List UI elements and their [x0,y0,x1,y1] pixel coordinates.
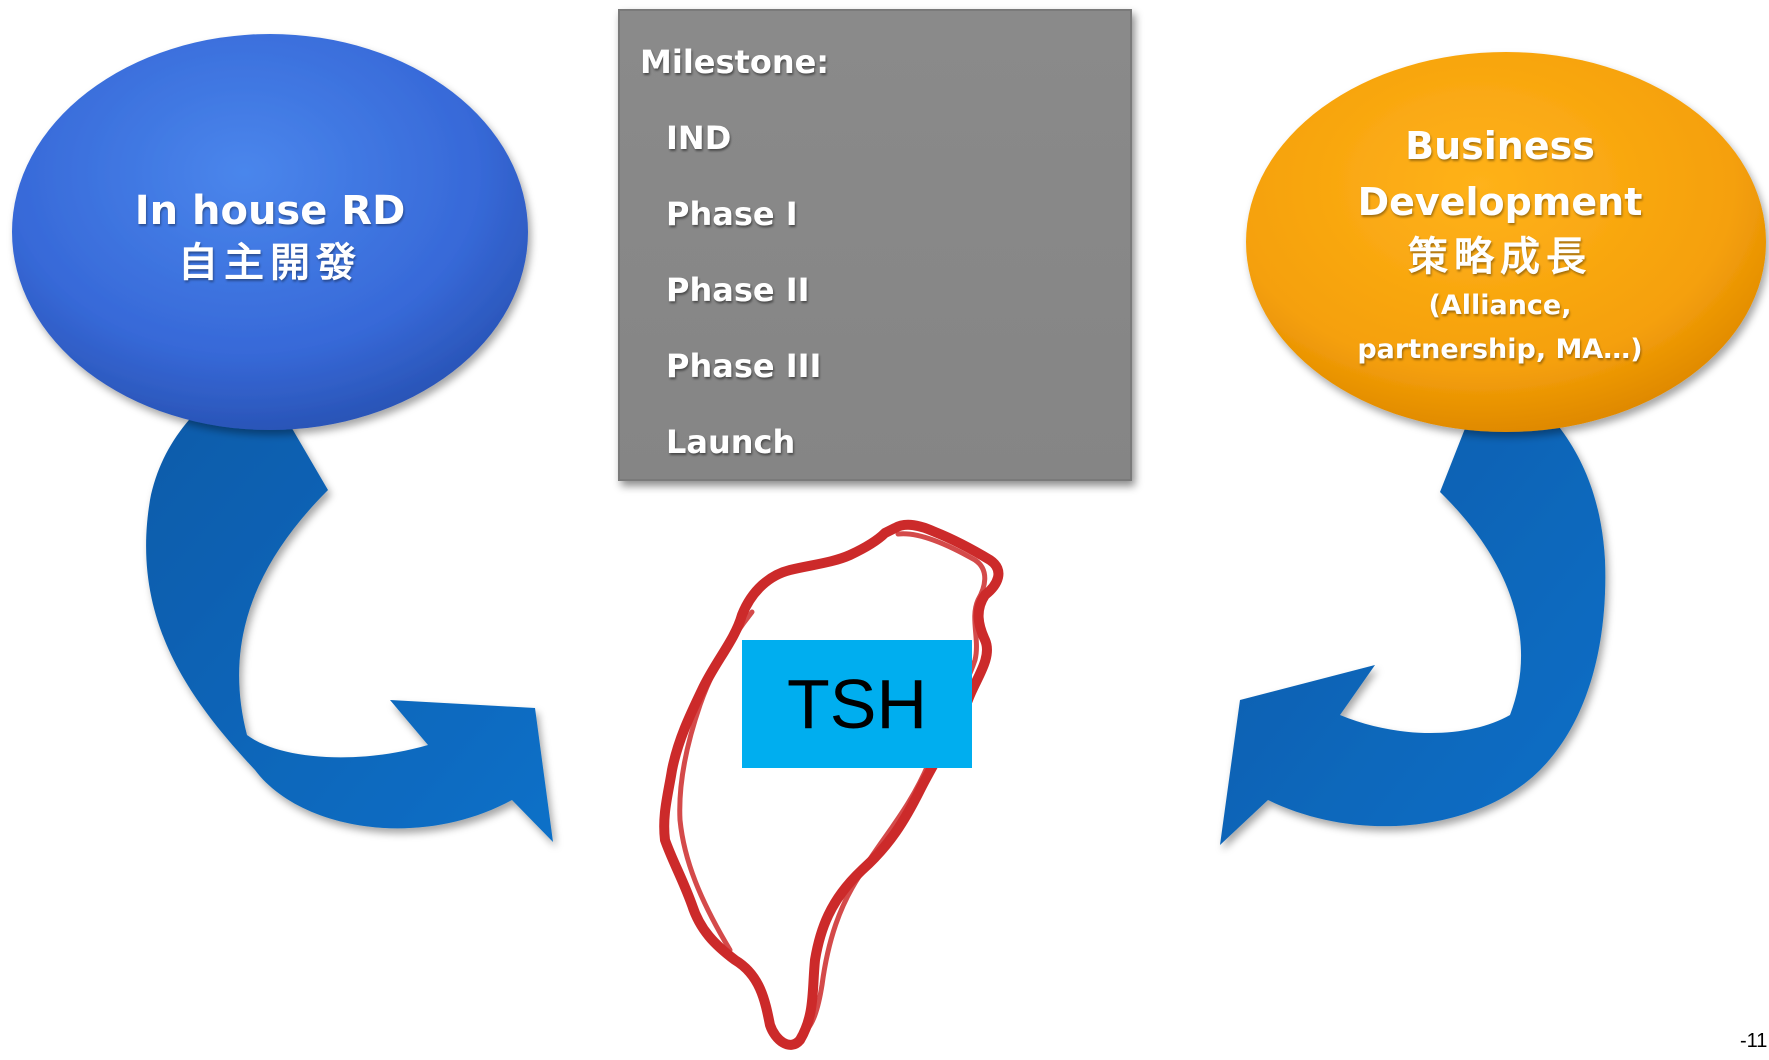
business-chinese: 策略成長 [1408,233,1592,280]
business-development-label: Business Development 策略成長 (Alliance, par… [1250,118,1750,372]
milestone-title: Milestone: [640,43,830,81]
business-title-line2: Development [1357,180,1643,224]
milestone-item-phase-3: Phase III [666,347,822,385]
in-house-rd-ellipse [12,34,528,430]
milestone-item-ind: IND [666,119,732,157]
left-curved-arrow [146,365,553,842]
taiwan-outline-icon [659,519,1004,1050]
tsh-box: TSH [742,640,972,768]
in-house-rd-title: In house RD [134,188,406,234]
in-house-rd-chinese: 自主開發 [178,239,362,286]
milestone-item-phase-1: Phase I [666,195,798,233]
business-development-ellipse [1246,52,1766,432]
tsh-label: TSH [787,665,927,743]
right-curved-arrow [1220,365,1606,845]
business-sub-line1: (Alliance, [1428,290,1572,321]
milestone-box: Milestone: IND Phase I Phase II Phase II… [618,9,1132,481]
business-title-line1: Business [1405,124,1595,168]
milestone-item-launch: Launch [666,423,796,461]
page-number: -11 [1740,1030,1768,1052]
in-house-rd-label: In house RD 自主開發 [60,185,480,289]
milestone-item-phase-2: Phase II [666,271,810,309]
business-sub-line2: partnership, MA…) [1357,334,1643,365]
